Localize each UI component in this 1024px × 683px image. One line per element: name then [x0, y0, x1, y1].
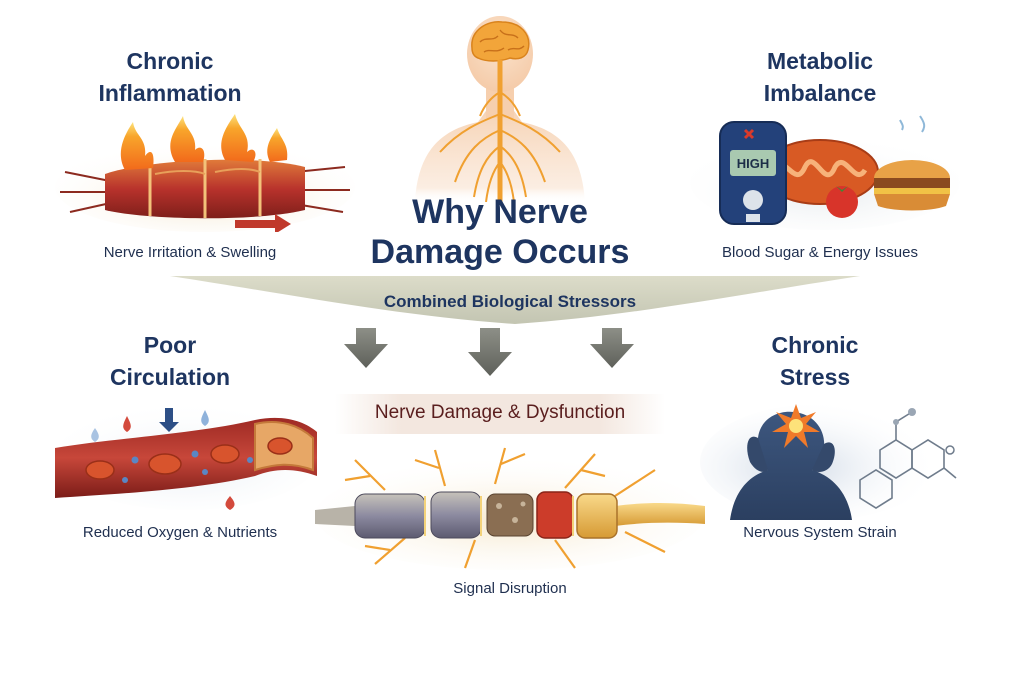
- stressors-funnel: [170, 276, 860, 386]
- metabolic-title-line2: Imbalance: [763, 80, 877, 106]
- inflammation-title-line2: Inflammation: [98, 80, 242, 106]
- stressed-person-illustration: [700, 392, 970, 522]
- inflammation-title-line1: Chronic: [126, 48, 214, 74]
- stress-title-line1: Chronic: [771, 332, 859, 358]
- outcome-label: Nerve Damage & Dysfunction: [374, 402, 626, 423]
- circulation-title-line1: Poor: [143, 332, 197, 358]
- stress-title-line2: Stress: [779, 364, 851, 390]
- main-title-line2: Damage Occurs: [370, 233, 630, 271]
- inflammation-caption: Nerve Irritation & Swelling: [103, 244, 277, 261]
- circulation-caption: Reduced Oxygen & Nutrients: [82, 524, 278, 541]
- glucose-meter-illustration: HIGH: [690, 112, 960, 232]
- nervous-system-figure: [400, 12, 600, 202]
- outcome-banner: [335, 394, 665, 434]
- inflamed-nerve-illustration: [55, 112, 355, 232]
- main-title-line1: Why Nerve: [412, 193, 588, 231]
- metabolic-title-line1: Metabolic: [766, 48, 874, 74]
- metabolic-caption: Blood Sugar & Energy Issues: [722, 244, 918, 261]
- meter-display-text: HIGH: [737, 156, 770, 171]
- circulation-title-line2: Circulation: [109, 364, 231, 390]
- stress-caption: Nervous System Strain: [743, 524, 897, 541]
- stressors-label: Combined Biological Stressors: [383, 292, 637, 311]
- outcome-caption: Signal Disruption: [453, 580, 567, 597]
- blood-vessel-illustration: [55, 398, 320, 513]
- damaged-nerve-illustration: [315, 440, 705, 570]
